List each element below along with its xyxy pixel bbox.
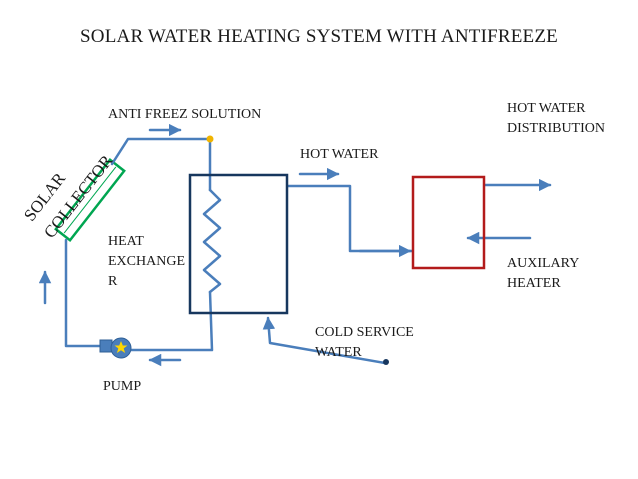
label-auxiliary-heater: AUXILARY HEATER bbox=[507, 256, 580, 291]
heat-exchanger-box bbox=[188, 173, 289, 315]
pipe-antifreeze-supply bbox=[110, 137, 212, 192]
label-antifreeze-solution: ANTI FREEZ SOLUTION bbox=[108, 107, 262, 122]
pump bbox=[99, 337, 132, 359]
label-cold-service-water: COLD SERVICE WATER bbox=[315, 325, 414, 360]
valve-dot bbox=[206, 135, 214, 143]
solar-collector bbox=[54, 158, 126, 242]
exchanger-coil bbox=[202, 188, 222, 294]
cold-water-inlet-dot bbox=[383, 359, 389, 365]
diagram-title: SOLAR WATER HEATING SYSTEM WITH ANTIFREE… bbox=[80, 26, 558, 47]
pipe-pump-to-collector bbox=[64, 238, 104, 348]
pipe-cold-service-water bbox=[262, 316, 387, 365]
pump-star-icon bbox=[114, 341, 128, 353]
auxiliary-heater-box bbox=[411, 175, 486, 270]
label-hot-water-distribution: HOT WATER DISTRIBUTION bbox=[507, 101, 605, 136]
pipe-hot-water bbox=[286, 184, 414, 253]
label-pump: PUMP bbox=[103, 379, 142, 394]
pipe-return-to-pump bbox=[128, 290, 214, 352]
label-hot-water: HOT WATER bbox=[300, 147, 379, 162]
label-heat-exchanger: HEAT EXCHANGE R bbox=[108, 234, 185, 289]
